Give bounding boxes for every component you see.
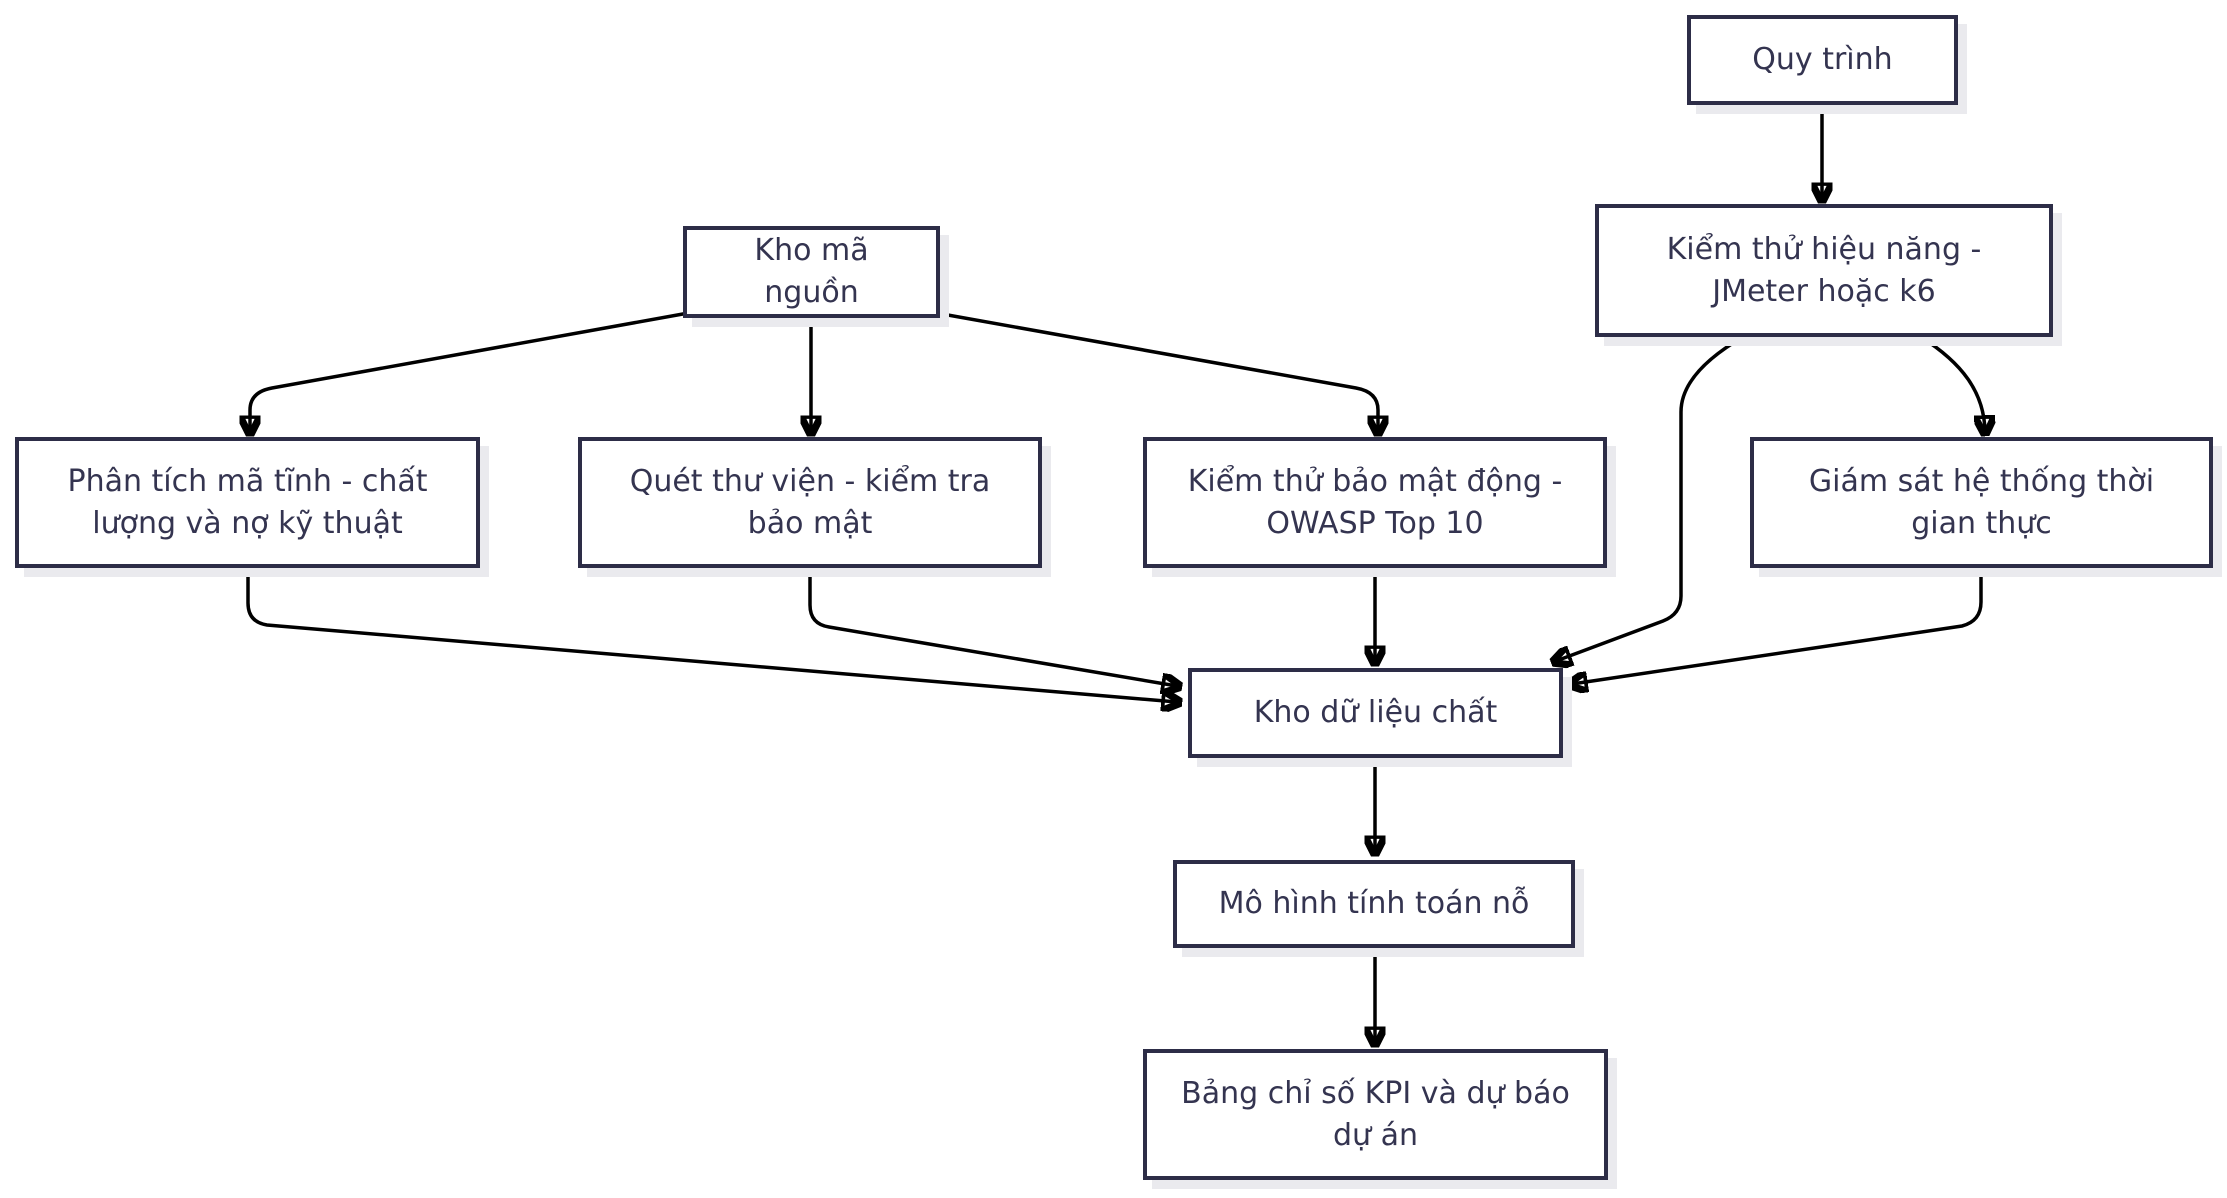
node-dynamic-security-testing: Kiểm thử bảo mật động - OWASP Top 10 bbox=[1143, 437, 1607, 568]
node-dependency-scan-label: Quét thư viện - kiểm tra bảo mật bbox=[629, 463, 991, 541]
edge-dependency-scan-to-data-store bbox=[808, 568, 1177, 686]
edge-perf-test-to-data-store bbox=[1556, 335, 1744, 661]
node-realtime-monitoring-label: Giám sát hệ thống thời gian thực bbox=[1808, 463, 2155, 541]
node-static-analysis: Phân tích mã tĩnh - chất lượng và nợ kỹ … bbox=[15, 437, 480, 568]
edge-perf-test-to-monitoring bbox=[1920, 335, 1985, 431]
edge-monitoring-to-data-store bbox=[1572, 569, 1983, 684]
node-performance-testing-label: Kiểm thử hiệu năng - JMeter hoặc k6 bbox=[1666, 231, 1982, 309]
node-kpi-dashboard-label: Bảng chỉ số KPI và dự báo dự án bbox=[1181, 1075, 1570, 1153]
node-dependency-scan: Quét thư viện - kiểm tra bảo mật bbox=[578, 437, 1042, 568]
node-effort-model-label: Mô hình tính toán nỗ bbox=[1218, 886, 1530, 921]
node-quality-data-store: Kho dữ liệu chất bbox=[1188, 668, 1563, 758]
node-kpi-dashboard: Bảng chỉ số KPI và dự báo dự án bbox=[1143, 1049, 1608, 1180]
node-source-repository-label: Kho mã nguồn bbox=[754, 233, 869, 310]
node-dynamic-security-testing-label: Kiểm thử bảo mật động - OWASP Top 10 bbox=[1187, 463, 1563, 541]
edge-static-analysis-to-data-store bbox=[246, 568, 1177, 702]
node-effort-model: Mô hình tính toán nỗ bbox=[1173, 860, 1575, 948]
node-realtime-monitoring: Giám sát hệ thống thời gian thực bbox=[1750, 437, 2213, 568]
node-source-repository: Kho mã nguồn bbox=[683, 226, 940, 318]
edge-source-repo-to-static-analysis bbox=[250, 310, 695, 431]
node-process: Quy trình bbox=[1687, 15, 1958, 105]
node-performance-testing: Kiểm thử hiệu năng - JMeter hoặc k6 bbox=[1595, 204, 2053, 337]
edge-source-repo-to-dast bbox=[930, 310, 1378, 431]
node-static-analysis-label: Phân tích mã tĩnh - chất lượng và nợ kỹ … bbox=[67, 463, 428, 541]
node-quality-data-store-label: Kho dữ liệu chất bbox=[1253, 695, 1498, 730]
node-process-label: Quy trình bbox=[1752, 42, 1893, 77]
